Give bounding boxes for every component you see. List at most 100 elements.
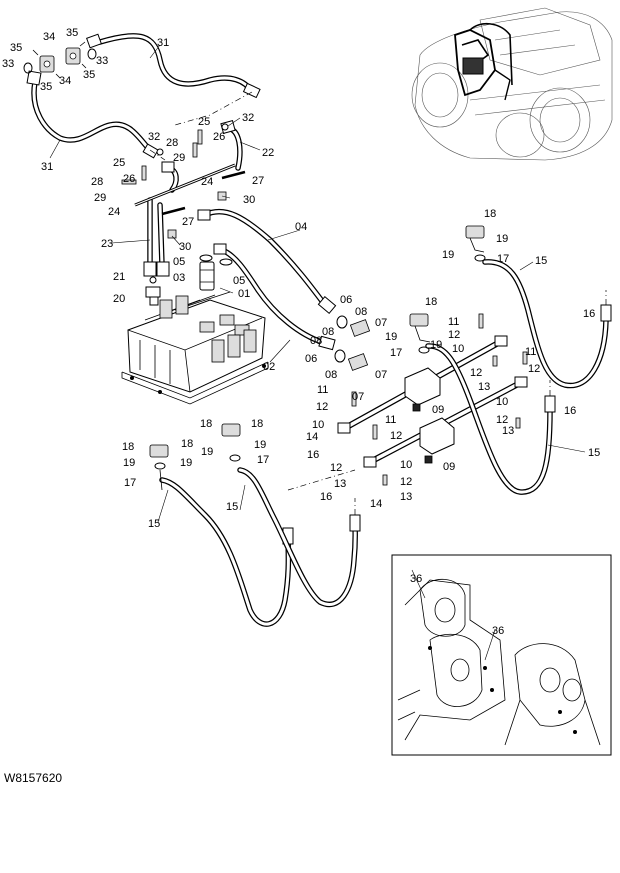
flange-18-left-b: [221, 423, 241, 437]
bolt-27-lower: [161, 206, 186, 216]
callout-16: 16: [564, 405, 576, 417]
callout-35: 35: [66, 27, 78, 39]
callout-03: 03: [173, 272, 185, 284]
hose-31-upper: [86, 33, 261, 99]
callout-33: 33: [96, 55, 108, 67]
bolts-25-28-lower: [121, 165, 147, 185]
callout-17: 17: [497, 253, 509, 265]
nut-30-lower: [167, 229, 177, 239]
clamp-block-upper: [404, 367, 441, 406]
o-ring-06-upper: [336, 315, 348, 329]
tube-end-10-b: [494, 335, 508, 347]
flange-34-left: [32, 49, 61, 79]
callout-13: 13: [478, 381, 490, 393]
clamp-bar-24: [134, 163, 236, 207]
callout-06: 06: [305, 353, 317, 365]
o-ring-32: [156, 123, 229, 156]
callout-11: 11: [525, 346, 536, 358]
hose-31-lower: [26, 70, 159, 159]
callout-18: 18: [251, 418, 263, 430]
hose-02: [213, 243, 336, 351]
callout-19: 19: [123, 457, 135, 469]
callout-05: 05: [173, 256, 185, 268]
callout-35: 35: [40, 81, 52, 93]
callout-27: 27: [182, 216, 194, 228]
flange-18-left-a: [149, 444, 169, 458]
tube-end-10-a: [337, 422, 351, 434]
callout-04: 04: [295, 221, 307, 233]
callout-11: 11: [385, 414, 396, 426]
bolt-27-upper: [221, 170, 246, 180]
o-ring-33-right: [87, 48, 97, 60]
callout-08: 08: [322, 326, 334, 338]
callout-18: 18: [200, 418, 212, 430]
callout-12: 12: [448, 329, 460, 341]
nut-09-lower: [424, 455, 433, 464]
callout-34: 34: [43, 31, 55, 43]
o-ring-33-left: [23, 62, 33, 74]
callout-18: 18: [122, 441, 134, 453]
hose-04: [197, 208, 337, 315]
callout-19: 19: [385, 331, 397, 343]
callout-10: 10: [312, 419, 324, 431]
callout-08: 08: [325, 369, 337, 381]
fitting-21: [149, 276, 157, 284]
hose-15-right-lower: [425, 343, 556, 495]
machine-overview-sketch: [411, 7, 613, 161]
callout-19: 19: [180, 457, 192, 469]
callout-17: 17: [124, 477, 136, 489]
callout-15: 15: [148, 518, 160, 530]
callout-12: 12: [390, 430, 402, 442]
callout-11: 11: [317, 384, 328, 396]
o-ring-17-left: [154, 454, 241, 470]
callout-22: 22: [262, 147, 274, 159]
callout-15: 15: [535, 255, 547, 267]
callout-14: 14: [370, 498, 382, 510]
callout-27: 27: [252, 175, 264, 187]
callout-08: 08: [355, 306, 367, 318]
callout-09: 09: [443, 461, 455, 473]
tube-end-10-c: [363, 456, 377, 468]
flange-07-upper: [349, 319, 371, 337]
tube-23: [143, 197, 170, 277]
callout-36: 36: [492, 625, 504, 637]
callout-18: 18: [425, 296, 437, 308]
callout-32: 32: [148, 131, 160, 143]
callout-36: 36: [410, 573, 422, 585]
figure-reference-id: W8157620: [4, 771, 62, 785]
callout-15: 15: [226, 501, 238, 513]
detail-inset: [391, 554, 612, 756]
control-valve-block: [121, 291, 269, 405]
callout-13: 13: [334, 478, 346, 490]
fitting-20: [145, 286, 161, 306]
callout-35: 35: [10, 42, 22, 54]
callout-28: 28: [166, 137, 178, 149]
tube-end-10-d: [514, 376, 528, 388]
callout-02: 02: [263, 361, 275, 373]
o-ring-06-lower: [334, 349, 346, 363]
callout-12: 12: [470, 367, 482, 379]
callout-34: 34: [59, 75, 71, 87]
callout-09: 09: [432, 404, 444, 416]
callout-23: 23: [101, 238, 113, 250]
callout-16: 16: [583, 308, 595, 320]
callout-07: 07: [375, 317, 387, 329]
callout-24: 24: [108, 206, 120, 218]
callout-11: 11: [448, 316, 459, 328]
flange-07-lower: [347, 353, 369, 371]
callout-19: 19: [201, 446, 213, 458]
callout-08: 08: [310, 335, 322, 347]
callout-30: 30: [243, 194, 255, 206]
callout-18: 18: [484, 208, 496, 220]
callout-32: 32: [242, 112, 254, 124]
callout-01: 01: [238, 288, 250, 300]
callout-12: 12: [528, 363, 540, 375]
callout-25: 25: [198, 116, 210, 128]
callout-14: 14: [306, 431, 318, 443]
elbow-upper-left: [161, 161, 179, 193]
callout-12: 12: [496, 414, 508, 426]
callout-24: 24: [201, 176, 213, 188]
hose-15-left-b: [237, 467, 361, 607]
callout-15: 15: [588, 447, 600, 459]
